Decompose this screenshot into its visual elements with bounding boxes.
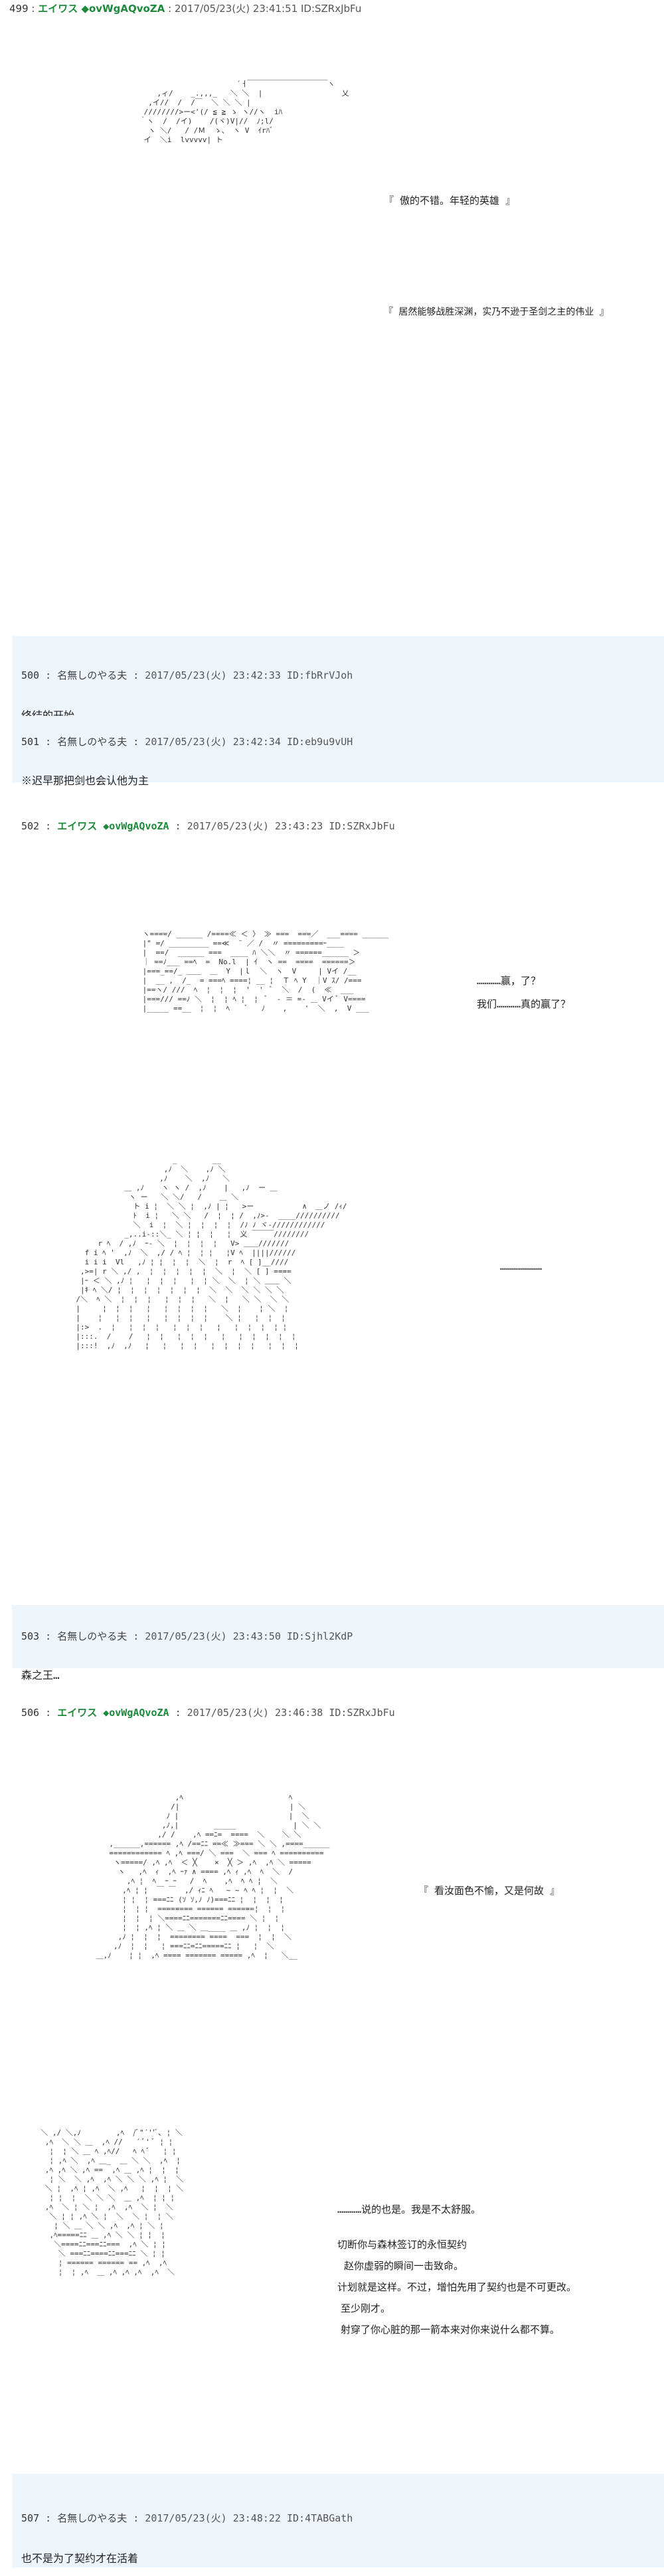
post-header: 502 : エイワス ◆ovWgAQvoZA : 2017/05/23(火) 2… bbox=[21, 820, 395, 832]
post-body: 森之王… bbox=[21, 1669, 60, 1681]
post-date: 2017/05/23(火) 23:46:38 bbox=[187, 1707, 323, 1719]
post-id: ID:SZRxJbFu bbox=[329, 1707, 395, 1719]
post-501: 501 : 名無しのやる夫 : 2017/05/23(火) 23:42:34 I… bbox=[12, 716, 664, 787]
post-header: 503 : 名無しのやる夫 : 2017/05/23(火) 23:43:50 I… bbox=[21, 1630, 353, 1642]
speech-line: 『 看汝面色不愉，又是何故 』 bbox=[418, 1885, 560, 1897]
post-number: 503 bbox=[21, 1630, 40, 1642]
post-id: ID:SZRxJbFu bbox=[329, 820, 395, 832]
post-503: 503 : 名無しのやる夫 : 2017/05/23(火) 23:43:50 I… bbox=[12, 1605, 664, 1681]
speech-line: 计划就是这样。不过，增怕先用了契约也是不可更改。 bbox=[337, 2281, 577, 2293]
post-id: ID:eb9u9vUH bbox=[286, 736, 353, 748]
post-number: 502 bbox=[21, 820, 40, 832]
speech-line: …………赢，了？ bbox=[477, 975, 541, 987]
post-id: ID:Sjhl2KdP bbox=[286, 1630, 353, 1642]
post-date: 2017/05/23(火) 23:42:33 bbox=[145, 669, 281, 681]
ascii-art: ,ﾍ ﾍ /| | ＼ ﾉ | | ＼ ,ﾉ,| _____ | ＼ ＼ bbox=[96, 1793, 330, 1960]
post-id: ID:SZRxJbFu bbox=[300, 3, 362, 15]
ascii-art: ＼ ,/ ＼,ﾉ ,ﾍ /ﾞ"´''ﾞ､ ¦ ＼ ,ﾍ ＼ ＼ ＿ ,ﾍ // … bbox=[41, 2128, 184, 2276]
post-502: 502 : エイワス ◆ovWgAQvoZA : 2017/05/23(火) 2… bbox=[12, 800, 664, 832]
speech-line: 赵你虚弱的瞬间一击致命。 bbox=[344, 2260, 464, 2272]
post-date: 2017/05/23(火) 23:43:23 bbox=[187, 820, 323, 832]
post-number: 506 bbox=[21, 1707, 40, 1719]
poster-name: エイワス ◆ovWgAQvoZA bbox=[57, 820, 169, 832]
post-number: 501 bbox=[21, 736, 40, 748]
post-date: 2017/05/23(火) 23:42:34 bbox=[145, 736, 281, 748]
speech-line: 『 傲的不错。年轻的英雄 』 bbox=[384, 195, 516, 207]
speech-line: 至少刚才。 bbox=[341, 2302, 391, 2314]
ascii-art: ヽ====/ ______ /====≪ ＜ 〉 ≫ === ===／ ___=… bbox=[142, 930, 389, 1013]
speech-line: 『 居然能够战胜深渊，实乃不逊于圣剑之主的伟业 』 bbox=[384, 307, 609, 317]
speech-line: 射穿了你心脏的那一箭本来对你来说什么都不算。 bbox=[341, 2324, 560, 2336]
post-header: 507 : 名無しのやる夫 : 2017/05/23(火) 23:48:22 I… bbox=[21, 2512, 353, 2524]
post-number: 500 bbox=[21, 669, 40, 681]
post-500: 500 : 名無しのやる夫 : 2017/05/23(火) 23:42:33 I… bbox=[12, 636, 664, 722]
post-number: 507 bbox=[21, 2512, 40, 2524]
post-body: 也不是为了契约才在活着 bbox=[21, 2552, 139, 2565]
post-date: 2017/05/23(火) 23:41:51 bbox=[174, 3, 298, 15]
post-header: 499 : エイワス ◆ovWgAQvoZA : 2017/05/23(火) 2… bbox=[9, 3, 362, 15]
ascii-art: _ __ ,ﾉ ＼ ,ﾉ ＼ ,ﾉ ＼ ,ﾉ ＼ ＿ ,ﾉ ヽ ヽ / ,ﾉ |… bbox=[76, 1156, 347, 1350]
poster-name: 名無しのやる夫 bbox=[57, 669, 127, 681]
poster-name: 名無しのやる夫 bbox=[57, 736, 127, 748]
post-date: 2017/05/23(火) 23:48:22 bbox=[145, 2512, 281, 2524]
post-body: ※迟早那把剑也会认他为主 bbox=[21, 774, 149, 787]
ascii-art: ´ￆ￣￣￣￣￣￣￣￣￣￣￣ヽ ,ィ/ _.,,,_ ＼ ＼ | 乂 ,イ// /… bbox=[12, 80, 664, 2567]
post-number: 499 bbox=[9, 3, 29, 15]
post-header: 501 : 名無しのやる夫 : 2017/05/23(火) 23:42:34 I… bbox=[21, 736, 353, 748]
poster-name: エイワス ◆ovWgAQvoZA bbox=[38, 3, 165, 15]
post-date: 2017/05/23(火) 23:43:50 bbox=[145, 1630, 281, 1642]
speech-line: 我们…………真的赢了？ bbox=[477, 998, 571, 1010]
poster-name: エイワス ◆ovWgAQvoZA bbox=[57, 1707, 169, 1719]
speech-line: …………说的也是。我是不太舒服。 bbox=[337, 2203, 481, 2215]
poster-name: 名無しのやる夫 bbox=[57, 2512, 127, 2524]
post-507: 507 : 名無しのやる夫 : 2017/05/23(火) 23:48:22 I… bbox=[12, 2474, 664, 2567]
post-id: ID:fbRrVJoh bbox=[286, 669, 353, 681]
post-header: 500 : 名無しのやる夫 : 2017/05/23(火) 23:42:33 I… bbox=[21, 669, 353, 681]
poster-name: 名無しのやる夫 bbox=[57, 1630, 127, 1642]
speech-line: 切断你与森林签订的永恒契约 bbox=[337, 2239, 467, 2251]
post-id: ID:4TABGath bbox=[286, 2512, 353, 2524]
speech-line: ………………… bbox=[500, 1260, 542, 1272]
post-506: 506 : エイワス ◆ovWgAQvoZA : 2017/05/23(火) 2… bbox=[12, 1680, 664, 1719]
post-499: 499 : エイワス ◆ovWgAQvoZA : 2017/05/23(火) 2… bbox=[0, 0, 664, 555]
post-header: 506 : エイワス ◆ovWgAQvoZA : 2017/05/23(火) 2… bbox=[21, 1707, 395, 1719]
